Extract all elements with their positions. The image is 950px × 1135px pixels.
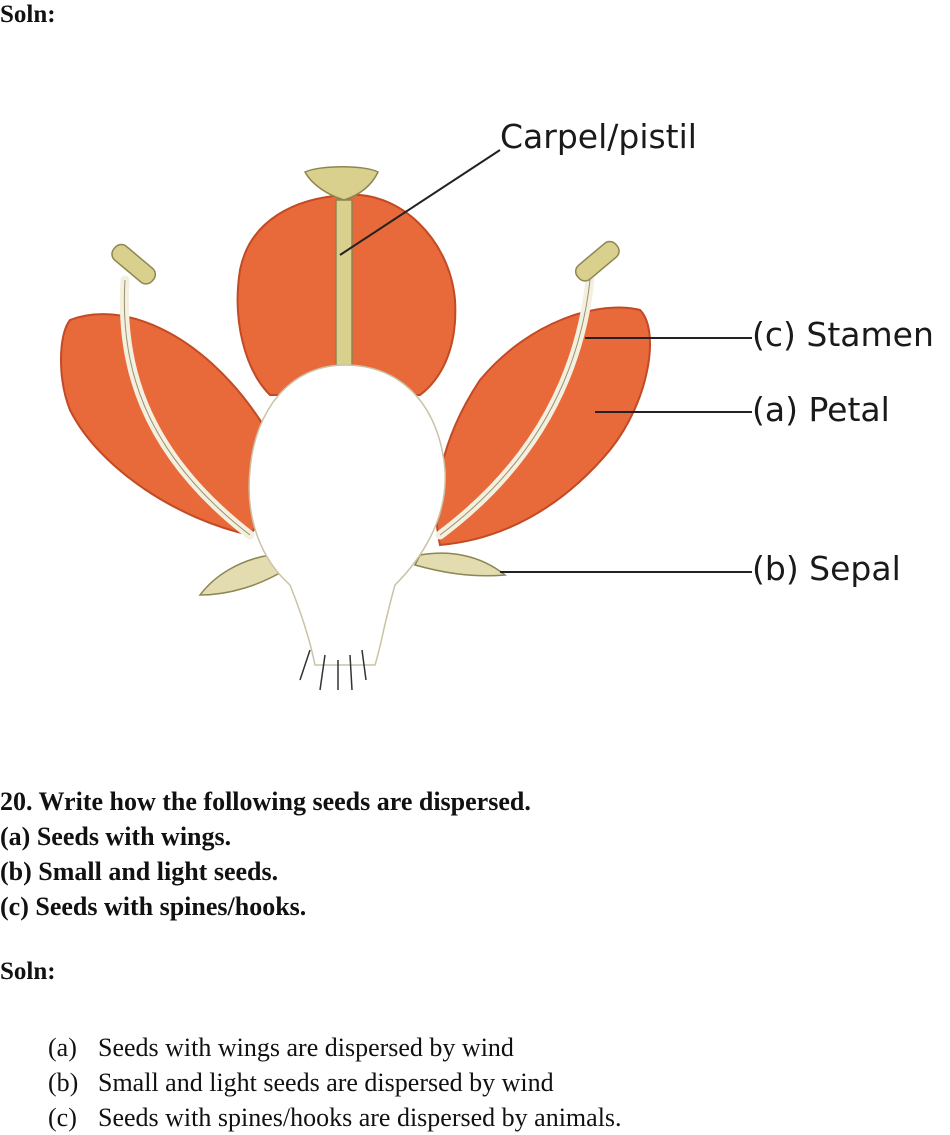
label-sepal: (b) Sepal: [752, 549, 901, 588]
stamen-left-filament-edge: [123, 279, 251, 536]
label-carpel: Carpel/pistil: [500, 117, 697, 156]
anther-left: [111, 243, 157, 285]
sepal-left: [198, 554, 287, 596]
pistil-stigma: [303, 166, 379, 201]
answer-marker: (b): [48, 1068, 79, 1097]
sepal-right: [413, 552, 507, 577]
pistil-style: [335, 199, 353, 376]
carpel-leader-line: [339, 149, 501, 256]
answer-text: Seeds with wings are dispersed by wind: [98, 1033, 514, 1062]
receptacle-base-strokes: [299, 649, 367, 691]
answer-text: Small and light seeds are dispersed by w…: [98, 1068, 554, 1097]
question-item: (b) Small and light seeds.: [0, 857, 279, 886]
flower-diagram: Carpel/pistil (c) Stamen (a) Petal (b) S…: [60, 117, 934, 691]
soln-heading-top: Soln:: [0, 1, 56, 28]
receptacle: [248, 364, 446, 666]
petal-left: [60, 313, 272, 537]
answer-item: (c) Seeds with spines/hooks are dispersed…: [48, 1100, 622, 1135]
answer-marker: (c): [48, 1103, 77, 1132]
label-petal: (a) Petal: [752, 390, 890, 429]
question-block: 20. Write how the following seeds are di…: [0, 784, 531, 924]
question-item: (c) Seeds with spines/hooks.: [0, 892, 307, 921]
question-title: 20. Write how the following seeds are di…: [0, 787, 531, 816]
answer-item: (a) Seeds with wings are dispersed by win…: [48, 1030, 622, 1065]
label-stamen: (c) Stamen: [752, 315, 934, 354]
answer-text: Seeds with spines/hooks are dispersed by…: [98, 1103, 622, 1132]
anther-right: [574, 240, 620, 282]
question-item: (a) Seeds with wings.: [0, 822, 232, 851]
answer-marker: (a): [48, 1033, 77, 1062]
stamen-right-filament-edge: [439, 279, 591, 536]
soln-heading-bottom: Soln:: [0, 958, 56, 985]
answer-list: (a) Seeds with wings are dispersed by win…: [48, 1030, 622, 1135]
answer-item: (b) Small and light seeds are dispersed b…: [48, 1065, 622, 1100]
